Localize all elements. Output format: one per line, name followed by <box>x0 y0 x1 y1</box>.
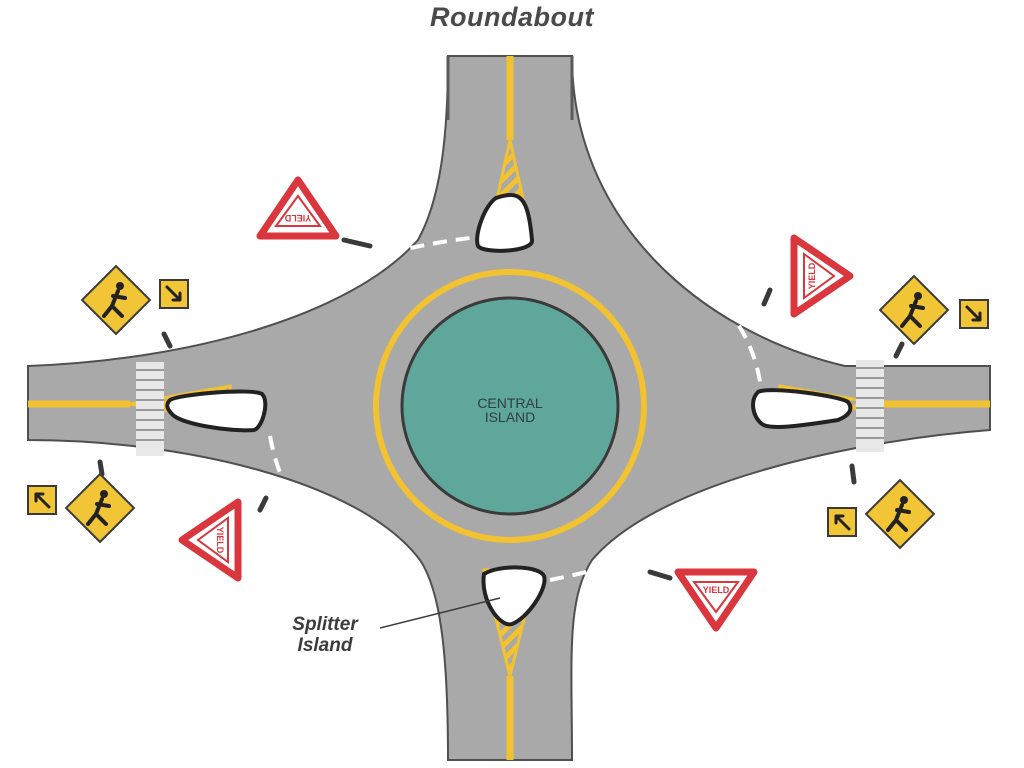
arrow-down-left-plaque-icon <box>26 484 58 516</box>
north-splitter-island <box>475 193 534 253</box>
south-yield-line <box>549 538 701 582</box>
arrow-down-left-plaque-icon <box>158 278 190 310</box>
diagram-title: Roundabout <box>430 2 594 32</box>
pedestrian-crossing-sign-icon <box>864 478 936 550</box>
arrow-down-left-plaque-icon <box>958 298 990 330</box>
central-island-label-line2: ISLAND <box>485 409 536 425</box>
south-splitter-island <box>481 565 547 627</box>
arrow-down-left-plaque-icon <box>826 506 858 538</box>
yield-sign-icon <box>794 238 850 314</box>
yield-sign-icon <box>182 502 238 578</box>
east-crosswalk <box>856 360 884 452</box>
north-yield-line <box>299 236 471 282</box>
central-island <box>400 296 620 516</box>
yield-sign-icon <box>260 180 336 236</box>
west-yield-line <box>268 435 312 532</box>
yield-sign-icon <box>678 572 754 628</box>
west-splitter-island <box>165 389 268 433</box>
central-island-label-line1: CENTRAL <box>477 395 543 411</box>
east-splitter-island <box>751 388 853 429</box>
pedestrian-crossing-sign-icon <box>878 274 950 346</box>
pedestrian-crossing-sign-icon <box>80 264 152 336</box>
callout-line1: Splitter <box>292 614 358 635</box>
west-crosswalk <box>136 362 164 456</box>
east-yield-line <box>708 288 762 383</box>
callout-line2: Island <box>297 635 353 656</box>
splitter-island-callout: Splitter Island <box>250 614 400 656</box>
pedestrian-crossing-sign-icon <box>64 472 136 544</box>
splitter-island-leader <box>379 597 501 629</box>
